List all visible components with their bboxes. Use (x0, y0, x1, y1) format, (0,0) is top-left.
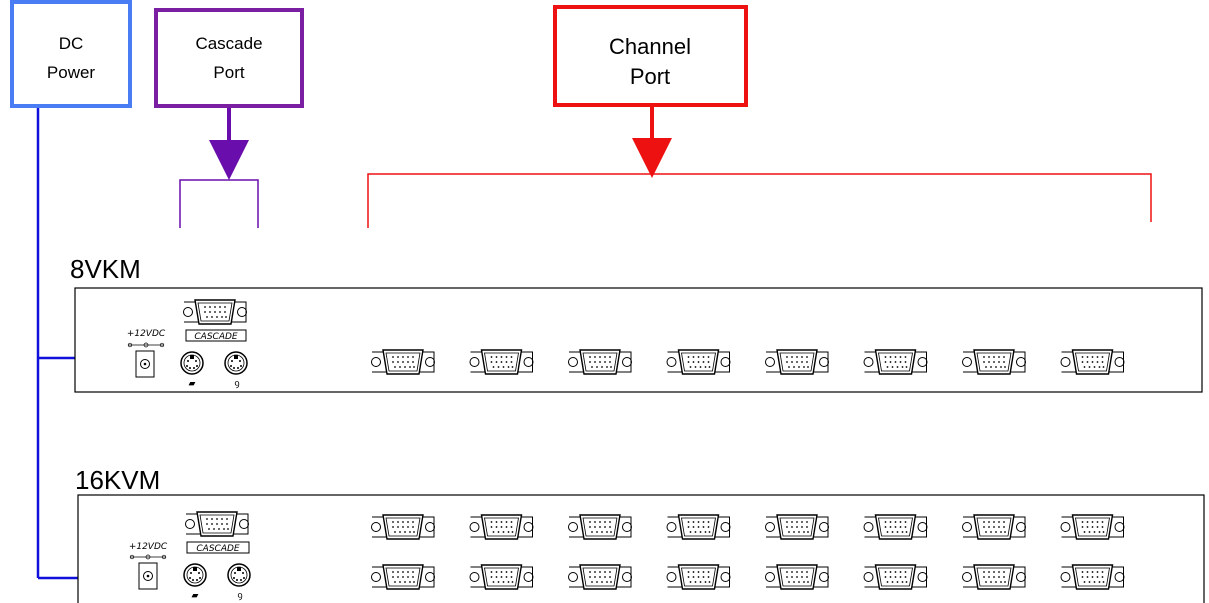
dc-power-label-line2: Power (47, 63, 96, 82)
cascade-bracket (179, 179, 259, 228)
keyboard-ps2-8vkm (180, 351, 204, 375)
keyboard-ps2-16kvm (183, 563, 207, 587)
power-jack-8vkm: +12VDC (127, 329, 166, 378)
cascade-arrow (179, 108, 259, 228)
cascade-port-callout: Cascade Port (154, 8, 304, 108)
panel-8vkm: 8VKM +12VDC CASCADE ▰ ꝯ (70, 254, 1203, 393)
channel-port-label-line1: Channel (609, 34, 691, 59)
cascade-port-label-line1: Cascade (195, 34, 262, 53)
mouse-ps2-8vkm (224, 351, 248, 375)
power-jack-16kvm: +12VDC (129, 542, 168, 590)
channel-bracket (367, 173, 1152, 228)
panel-title-8vkm: 8VKM (70, 254, 141, 284)
dc-power-label-line1: DC (59, 34, 84, 53)
keyboard-icon-16kvm: ▰ (192, 590, 199, 600)
power-label-8vkm: +12VDC (127, 329, 166, 339)
mouse-icon-16kvm: ꝯ (237, 590, 242, 601)
channel-port-label-line2: Port (630, 64, 670, 89)
channel-arrow (367, 107, 1152, 228)
panel-16kvm: 16KVM +12VDC CASCADE ▰ ꝯ (75, 465, 1205, 603)
keyboard-icon-8vkm: ▰ (189, 378, 196, 388)
cascade-port-label-line2: Port (213, 63, 244, 82)
dc-power-box (10, 0, 132, 108)
power-label-16kvm: +12VDC (129, 542, 168, 552)
cascade-port-8vkm: CASCADE ▰ ꝯ (180, 299, 248, 389)
dc-power-callout: DC Power (10, 0, 132, 108)
panel-8vkm-body (74, 287, 1203, 393)
cascade-port-16kvm: CASCADE ▰ ꝯ (183, 511, 251, 601)
panel-16kvm-body (77, 494, 1205, 603)
panel-title-16kvm: 16KVM (75, 465, 160, 495)
mouse-ps2-16kvm (227, 563, 251, 587)
channel-port-callout: Channel Port (553, 5, 748, 107)
mouse-icon-8vkm: ꝯ (234, 378, 239, 389)
cascade-label-8vkm: CASCADE (194, 332, 238, 342)
channel-port-box (553, 5, 748, 107)
cascade-port-box (154, 8, 304, 108)
cascade-label-16kvm: CASCADE (196, 544, 240, 554)
